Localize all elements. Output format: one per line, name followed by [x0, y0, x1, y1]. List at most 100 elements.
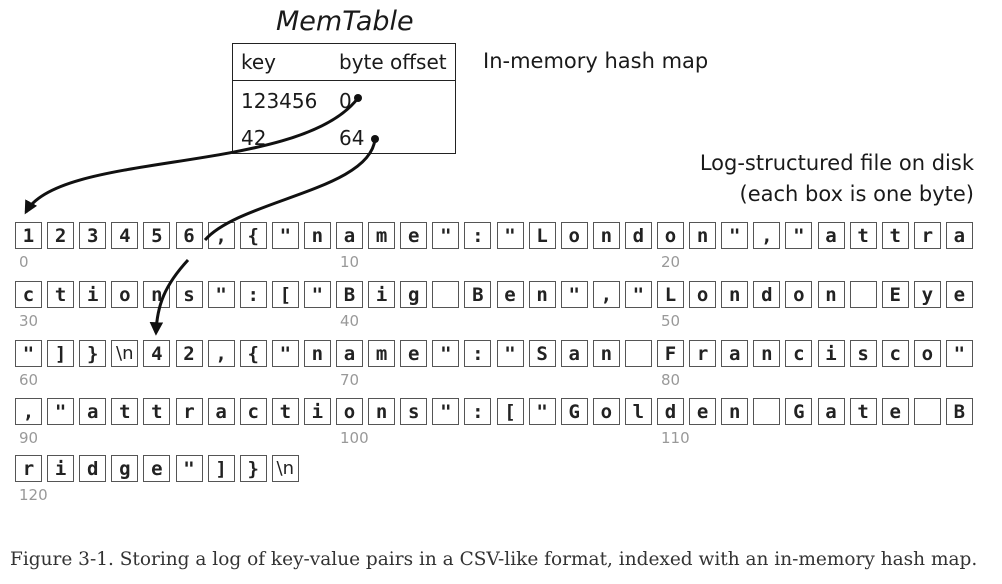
byte-box: n [721, 281, 749, 308]
byte-box: , [207, 340, 235, 367]
byte-box: a [945, 222, 973, 249]
byte-box: t [881, 222, 909, 249]
disk-label-line-2: (each box is one byte) [739, 182, 974, 206]
arrow-to-byte-64-upper [203, 138, 377, 241]
byte-index-label: 70 [340, 371, 360, 389]
byte-box: e [496, 281, 524, 308]
byte-box: n [368, 398, 396, 425]
byte-box: d [79, 455, 107, 482]
byte-box: a [336, 340, 363, 367]
hash-map-table: key byte offset 123456 0 42 64 [232, 43, 456, 154]
byte-box: " [47, 398, 75, 425]
byte-index-label: 30 [19, 312, 39, 330]
byte-box: a [336, 222, 363, 249]
byte-index-label: 0 [19, 253, 29, 271]
byte-box: B [336, 281, 363, 308]
byte-box: o [111, 281, 139, 308]
byte-box: i [47, 455, 75, 482]
byte-box: a [207, 398, 235, 425]
byte-box: t [111, 398, 139, 425]
byte-box: " [303, 281, 331, 308]
byte-box: o [913, 340, 941, 367]
byte-box: o [592, 398, 620, 425]
header-byte-offset: byte offset [339, 50, 447, 74]
byte-box: c [15, 281, 42, 308]
byte-box: 5 [143, 222, 171, 249]
byte-index-label: 50 [661, 312, 681, 330]
byte-box: s [400, 398, 428, 425]
byte-box: 3 [79, 222, 107, 249]
byte-box: y [913, 281, 941, 308]
byte-box: e [143, 455, 171, 482]
byte-box [432, 281, 460, 308]
byte-index-label: 80 [661, 371, 681, 389]
hash-map-header [233, 44, 455, 81]
byte-box: a [560, 340, 588, 367]
byte-box: t [143, 398, 171, 425]
byte-box: , [592, 281, 620, 308]
byte-box: r [913, 222, 941, 249]
byte-box: , [15, 398, 42, 425]
disk-file-label: Log-structured file on disk (each box is… [700, 148, 974, 210]
byte-box: " [528, 398, 556, 425]
byte-box: " [432, 398, 460, 425]
byte-box: i [368, 281, 396, 308]
byte-box: " [15, 340, 42, 367]
byte-box: o [785, 281, 813, 308]
byte-box: ] [207, 455, 235, 482]
byte-box: } [79, 340, 107, 367]
byte-box: d [657, 398, 684, 425]
byte-box: n [528, 281, 556, 308]
byte-box: " [271, 340, 299, 367]
byte-box: o [560, 222, 588, 249]
byte-box: : [464, 398, 492, 425]
byte-box: r [175, 398, 203, 425]
byte-box: e [400, 340, 428, 367]
byte-box: L [528, 222, 556, 249]
byte-box [624, 340, 652, 367]
byte-box: n [689, 222, 717, 249]
byte-box: " [560, 281, 588, 308]
byte-box: o [657, 222, 684, 249]
byte-box: E [881, 281, 909, 308]
header-key: key [241, 50, 277, 74]
byte-index-label: 60 [19, 371, 39, 389]
byte-box: ] [47, 340, 75, 367]
byte-box: { [239, 340, 267, 367]
byte-index-label: 40 [340, 312, 360, 330]
byte-box: e [881, 398, 909, 425]
byte-box: 6 [175, 222, 203, 249]
byte-box: 4 [111, 222, 139, 249]
byte-box: e [400, 222, 428, 249]
byte-box: " [432, 340, 460, 367]
byte-box: S [528, 340, 556, 367]
byte-index-label: 90 [19, 429, 39, 447]
byte-box: n [143, 281, 171, 308]
byte-box: t [849, 398, 877, 425]
byte-box: 1 [15, 222, 42, 249]
memtable-title: MemTable [276, 6, 414, 37]
row-key-123456: 123456 [241, 89, 318, 113]
byte-box: e [689, 398, 717, 425]
byte-box: B [945, 398, 973, 425]
byte-box: i [817, 340, 845, 367]
byte-box: " [785, 222, 813, 249]
byte-box: 4 [143, 340, 171, 367]
byte-box: a [721, 340, 749, 367]
byte-box: d [624, 222, 652, 249]
byte-box: c [881, 340, 909, 367]
byte-box: 2 [175, 340, 203, 367]
byte-box: " [432, 222, 460, 249]
byte-box: o [689, 281, 717, 308]
byte-box: n [303, 340, 331, 367]
byte-box: s [175, 281, 203, 308]
figure-caption: Figure 3-1. Storing a log of key-value p… [10, 549, 978, 570]
byte-box: s [849, 340, 877, 367]
byte-box: " [721, 222, 749, 249]
byte-box: r [689, 340, 717, 367]
byte-box: " [175, 455, 203, 482]
byte-box: " [207, 281, 235, 308]
byte-index-label: 20 [661, 253, 681, 271]
byte-box: L [657, 281, 684, 308]
